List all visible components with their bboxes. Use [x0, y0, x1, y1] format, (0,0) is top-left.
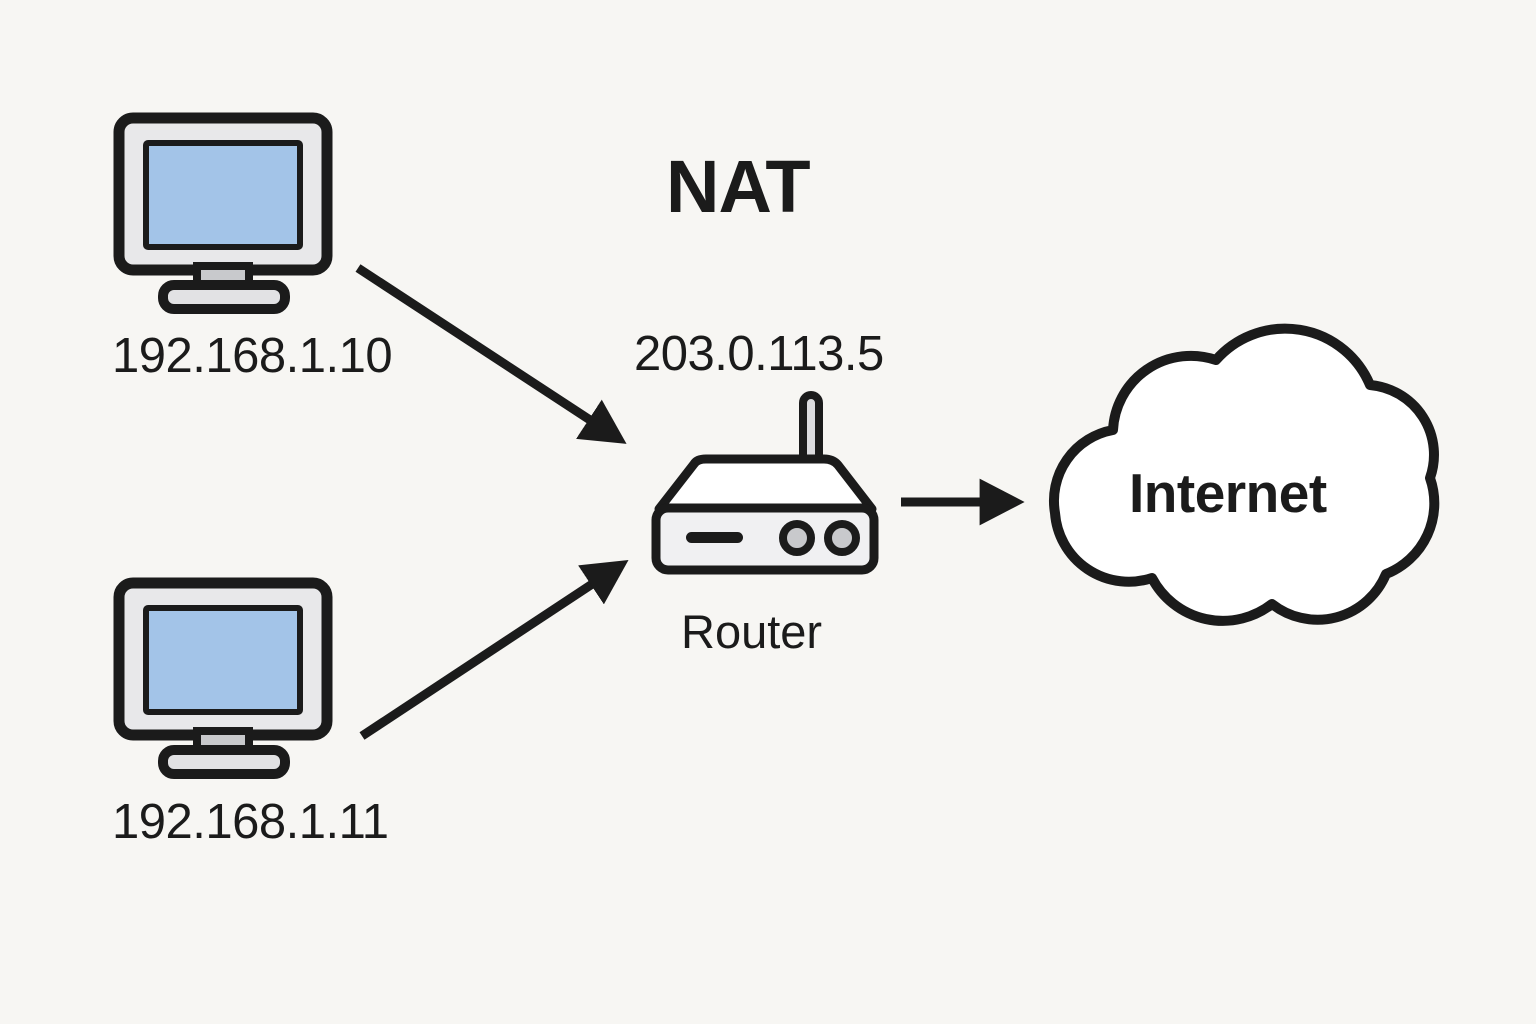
monitor-screen [143, 140, 303, 250]
host-bottom-group[interactable] [113, 577, 333, 779]
internet-cloud-group[interactable]: Internet [1048, 323, 1440, 626]
router-led-port-1 [779, 520, 815, 556]
host-top-ip-label: 192.168.1.10 [112, 329, 392, 383]
monitor-base [158, 745, 290, 779]
monitor-screen [143, 605, 303, 715]
arrow-host-top-to-router [355, 264, 627, 444]
internet-label: Internet [1129, 462, 1327, 524]
monitor-base [158, 280, 290, 314]
router-label: Router [681, 605, 822, 658]
host-bottom-ip-label: 192.168.1.11 [112, 795, 388, 849]
nat-title: NAT [666, 145, 810, 228]
router-public-ip-label: 203.0.113.5 [634, 327, 884, 381]
host-top-group[interactable] [113, 112, 333, 314]
router-status-dash [686, 532, 743, 543]
cloud-icon [1048, 323, 1440, 626]
arrow-host-bottom-to-router [359, 560, 629, 740]
router-group[interactable] [651, 391, 879, 575]
router-top-panel [654, 454, 877, 514]
router-led-port-2 [824, 520, 860, 556]
router-body [651, 503, 879, 575]
